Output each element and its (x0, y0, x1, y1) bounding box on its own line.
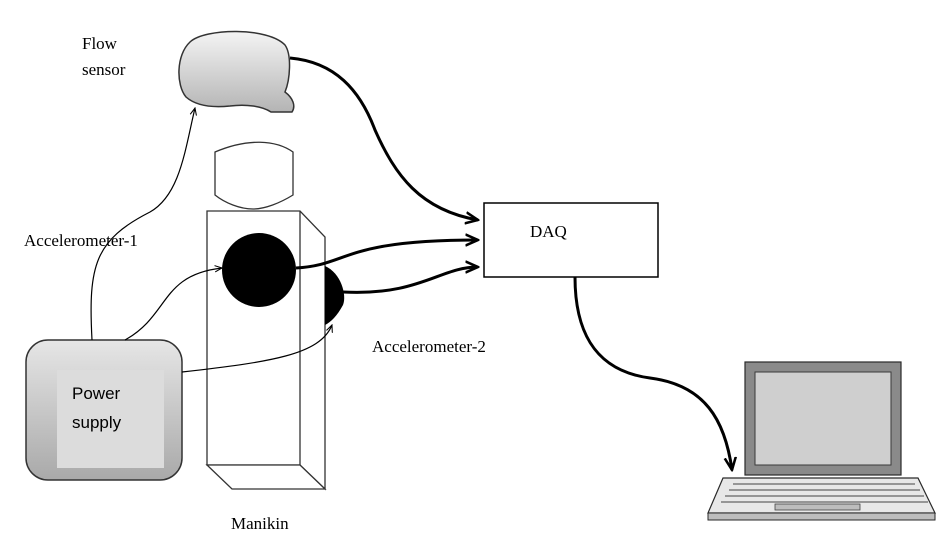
flow-sensor-label: Flow (82, 34, 118, 53)
accelerometer-2-label: Accelerometer-2 (372, 337, 486, 356)
power-supply-label: Power (72, 384, 121, 403)
flow-sensor-signal-wire (289, 56, 478, 220)
flow-sensor-label-line2: sensor (82, 60, 126, 79)
power-wire-to-accelerometer-1 (124, 268, 222, 341)
accelerometer-2-sensor (325, 266, 345, 325)
accelerometer-2-signal-wire (342, 267, 478, 294)
power-supply (25, 339, 183, 481)
manikin (205, 141, 327, 491)
manikin-label: Manikin (231, 514, 289, 533)
daq-to-laptop-wire (573, 276, 732, 470)
laptop-icon (707, 361, 936, 521)
power-wire-to-flow-sensor (90, 108, 195, 341)
daq-label: DAQ (530, 222, 567, 241)
accelerometer-1-label: Accelerometer-1 (24, 231, 138, 250)
flow-sensor (178, 30, 295, 113)
power-supply-label-line2: supply (72, 413, 122, 432)
accelerometer-1-signal-wire (295, 240, 478, 270)
power-wire-to-accelerometer-2 (181, 325, 332, 373)
daq-box (483, 202, 659, 278)
accelerometer-1-sensor (222, 233, 296, 307)
